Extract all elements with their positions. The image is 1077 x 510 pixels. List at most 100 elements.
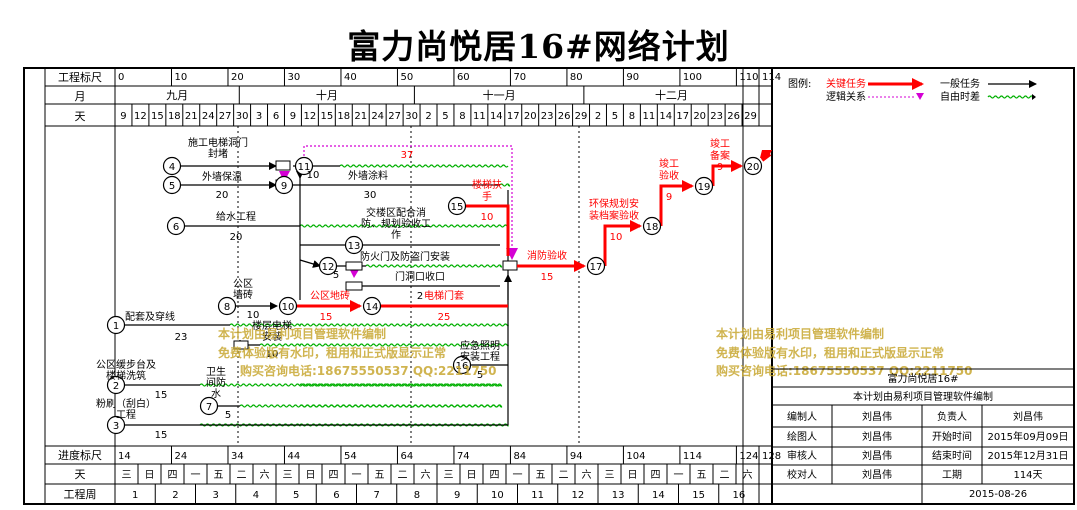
- day-label: 24: [202, 111, 215, 122]
- week-label: 10: [491, 490, 504, 501]
- node-label: 20: [747, 162, 760, 173]
- node-4: 4: [162, 156, 182, 176]
- day-label: 9: [290, 111, 296, 122]
- day-label: 29: [744, 111, 757, 122]
- node-9: 9: [274, 175, 294, 195]
- info-cell: 2015年12月31日: [988, 449, 1069, 462]
- week-label: 3: [212, 490, 218, 501]
- footer-label-day: 天: [75, 468, 86, 481]
- top-ruler-tick: 60: [457, 72, 470, 83]
- info-cell: 刘昌伟: [862, 410, 892, 423]
- weekday-label: 四: [329, 470, 339, 481]
- weekday-label: 二: [720, 470, 730, 481]
- info-cell: 刘昌伟: [1013, 410, 1043, 423]
- critical-task-name: 备案: [710, 149, 730, 162]
- weekday-label: 五: [536, 470, 546, 481]
- header-label-ruler: 工程标尺: [58, 70, 102, 84]
- svg-text:本计划由易利项目管理软件编制: 本计划由易利项目管理软件编制: [716, 326, 884, 341]
- node-10: 10: [278, 296, 298, 316]
- node-20: 20: [743, 156, 763, 176]
- node-14: 14: [362, 296, 382, 316]
- task-name: 楼层电梯: [252, 319, 292, 332]
- task-duration: 20: [230, 232, 243, 243]
- critical-task-duration: 15: [320, 312, 333, 323]
- node-11: 11: [294, 156, 314, 176]
- top-ruler-tick: 100: [683, 72, 702, 83]
- bottom-ruler-tick: 44: [287, 451, 300, 462]
- critical-task-name: 验收: [659, 169, 679, 182]
- task-duration: 15: [155, 390, 168, 401]
- task-name: 防、规划验收工: [361, 217, 431, 230]
- weekday-label: 日: [306, 470, 316, 481]
- day-label: 29: [575, 111, 588, 122]
- day-label: 20: [693, 111, 706, 122]
- week-label: 16: [733, 490, 746, 501]
- info-cell: 绘图人: [787, 430, 817, 443]
- node-label: 12: [322, 262, 335, 273]
- node-2: 2: [106, 375, 126, 395]
- task-name: 工程: [116, 409, 136, 421]
- node-label: 13: [348, 241, 361, 252]
- week-label: 11: [531, 490, 544, 501]
- weekday-label: 四: [168, 470, 178, 481]
- bottom-ruler-tick: 74: [457, 451, 470, 462]
- day-label: 14: [490, 111, 503, 122]
- info-date: 2015-08-26: [969, 489, 1027, 500]
- week-label: 2: [172, 490, 178, 501]
- float-wave: [229, 323, 301, 327]
- info-cell: 刘昌伟: [862, 449, 892, 462]
- bottom-ruler-tick: 34: [231, 451, 244, 462]
- bottom-ruler-tick: 14: [118, 451, 131, 462]
- node-label: 14: [366, 302, 379, 313]
- node-6: 6: [166, 216, 186, 236]
- task-duration: 5: [225, 410, 231, 421]
- top-ruler-tick: 110: [739, 72, 758, 83]
- node-8: 8: [217, 296, 237, 316]
- float-wave: [299, 404, 503, 408]
- legend: 图例: 关键任务 一般任务 逻辑关系 自由时差: [788, 77, 1037, 103]
- weekday-label: 五: [697, 470, 707, 481]
- critical-task-duration: 15: [541, 272, 554, 283]
- task-name: 给水工程: [216, 210, 256, 223]
- node-label: 9: [281, 181, 287, 192]
- top-ruler-tick: 40: [344, 72, 357, 83]
- task-duration: 5: [333, 270, 339, 281]
- task-name: 门洞口收口: [395, 270, 445, 283]
- weekday-label: 三: [283, 470, 293, 481]
- task-duration: 10: [266, 349, 279, 360]
- month-label: 十月: [316, 88, 338, 102]
- task-name: 水: [211, 388, 221, 400]
- top-ruler-tick: 70: [513, 72, 526, 83]
- footer-label-week: 工程周: [64, 488, 97, 501]
- top-ruler-tick: 0: [118, 72, 124, 83]
- weekday-label: 六: [260, 469, 270, 481]
- node-16: 16: [452, 355, 472, 375]
- info-cell: 结束时间: [932, 449, 972, 462]
- float-wave: [259, 343, 301, 347]
- node-3: 3: [106, 415, 126, 435]
- day-label: 30: [405, 111, 418, 122]
- weekday-label: 五: [375, 470, 385, 481]
- task-duration: 20: [216, 190, 229, 201]
- week-label: 9: [454, 490, 460, 501]
- week-label: 1: [132, 490, 138, 501]
- node-label: 19: [698, 182, 711, 193]
- task-name: 外墙涂料: [348, 169, 388, 182]
- top-ruler-tick: 20: [231, 72, 244, 83]
- info-cell: 负责人: [937, 410, 967, 423]
- bottom-ruler-tick: 54: [344, 451, 357, 462]
- task-name: 墙砖: [233, 288, 253, 301]
- critical-task-duration: 10: [481, 212, 494, 223]
- node-label: 18: [646, 222, 659, 233]
- node-label: 7: [206, 402, 212, 413]
- task-name: 防火门及防盗门安装: [360, 250, 450, 263]
- info-cell: 校对人: [787, 468, 817, 481]
- day-label: 6: [273, 111, 279, 122]
